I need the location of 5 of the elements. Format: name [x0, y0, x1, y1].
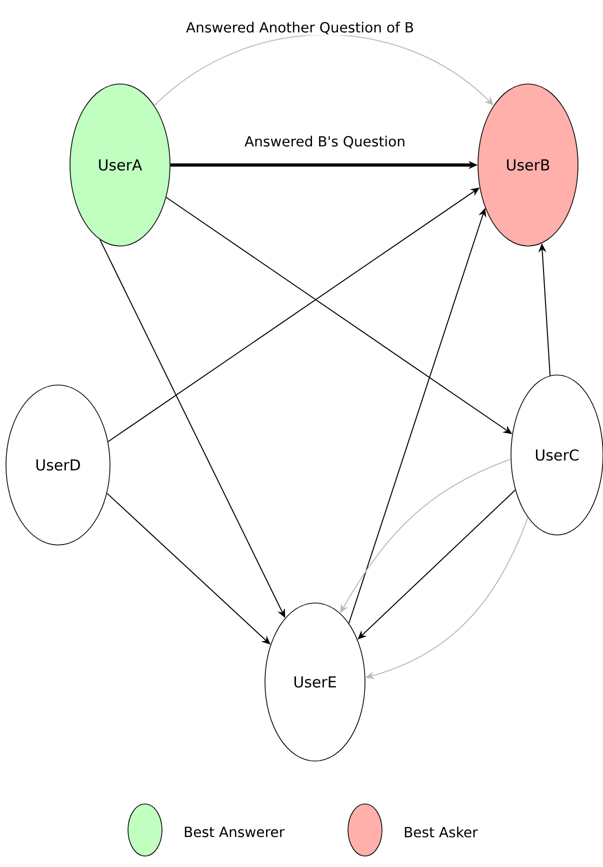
arrow [358, 490, 516, 640]
edge-label: Answered B's Question [244, 134, 407, 150]
edge-label: Answered Another Question of B [185, 20, 416, 36]
legend-label: Best Answerer [184, 826, 285, 838]
legend-label: Best Asker [404, 826, 478, 838]
